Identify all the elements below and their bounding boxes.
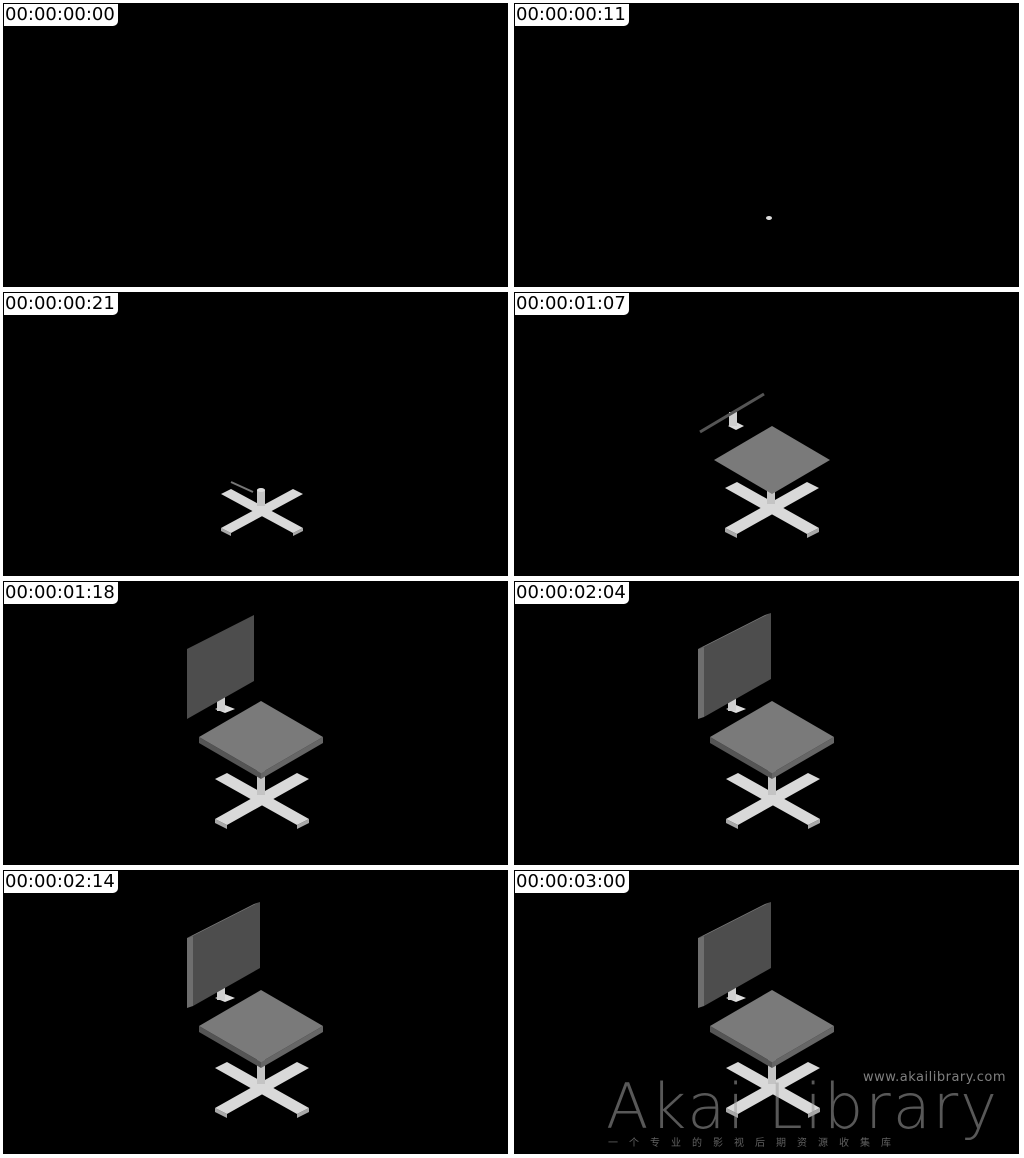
frame-2-canvas [766,216,772,220]
frame-4-canvas [699,392,830,538]
frame-7-timecode: 00:00:02:14 [4,871,118,893]
video-frame-2[interactable]: 00:00:00:11 [514,3,1019,287]
video-frame-3[interactable]: 00:00:00:21 [3,292,508,576]
video-frame-4[interactable]: 00:00:01:07 [514,292,1019,576]
chair-seat [710,701,834,779]
frame-8-timecode: 00:00:03:00 [515,871,629,893]
chair-seat [199,990,323,1068]
video-frame-8[interactable]: 00:00:03:00 [514,870,1019,1154]
frame-1-timecode: 00:00:00:00 [4,4,118,26]
chair-base [215,767,309,829]
chair-base [725,482,819,538]
chair-seat [199,701,323,779]
frame-3-timecode: 00:00:00:21 [4,293,118,315]
frame-1-canvas [3,3,508,287]
video-frame-7[interactable]: 00:00:02:14 [3,870,508,1154]
chair-base [726,1056,820,1118]
video-frame-6[interactable]: 00:00:02:04 [514,581,1019,865]
frame-8-canvas [698,902,834,1118]
chair-seat [714,426,830,494]
frame-7-canvas [187,902,323,1118]
video-frame-5[interactable]: 00:00:01:18 [3,581,508,865]
chair-back-support [699,392,765,434]
frame-4-timecode: 00:00:01:07 [515,293,629,315]
frame-6-timecode: 00:00:02:04 [515,582,629,604]
chair-base [215,1056,309,1118]
frame-6-canvas [698,613,834,829]
chair-base [726,767,820,829]
frame-5-timecode: 00:00:01:18 [4,582,118,604]
chair-back [698,902,771,1008]
frame-3-canvas [221,481,303,536]
frame-2-timecode: 00:00:00:11 [515,4,629,26]
chair-dot [766,216,772,220]
video-frame-1[interactable]: 00:00:00:00 [3,3,508,287]
chair-back [698,613,771,719]
chair-back [187,902,260,1008]
chair-seat [710,990,834,1068]
chair-base [221,481,303,536]
chair-back [187,615,254,719]
frame-5-canvas [187,615,323,829]
